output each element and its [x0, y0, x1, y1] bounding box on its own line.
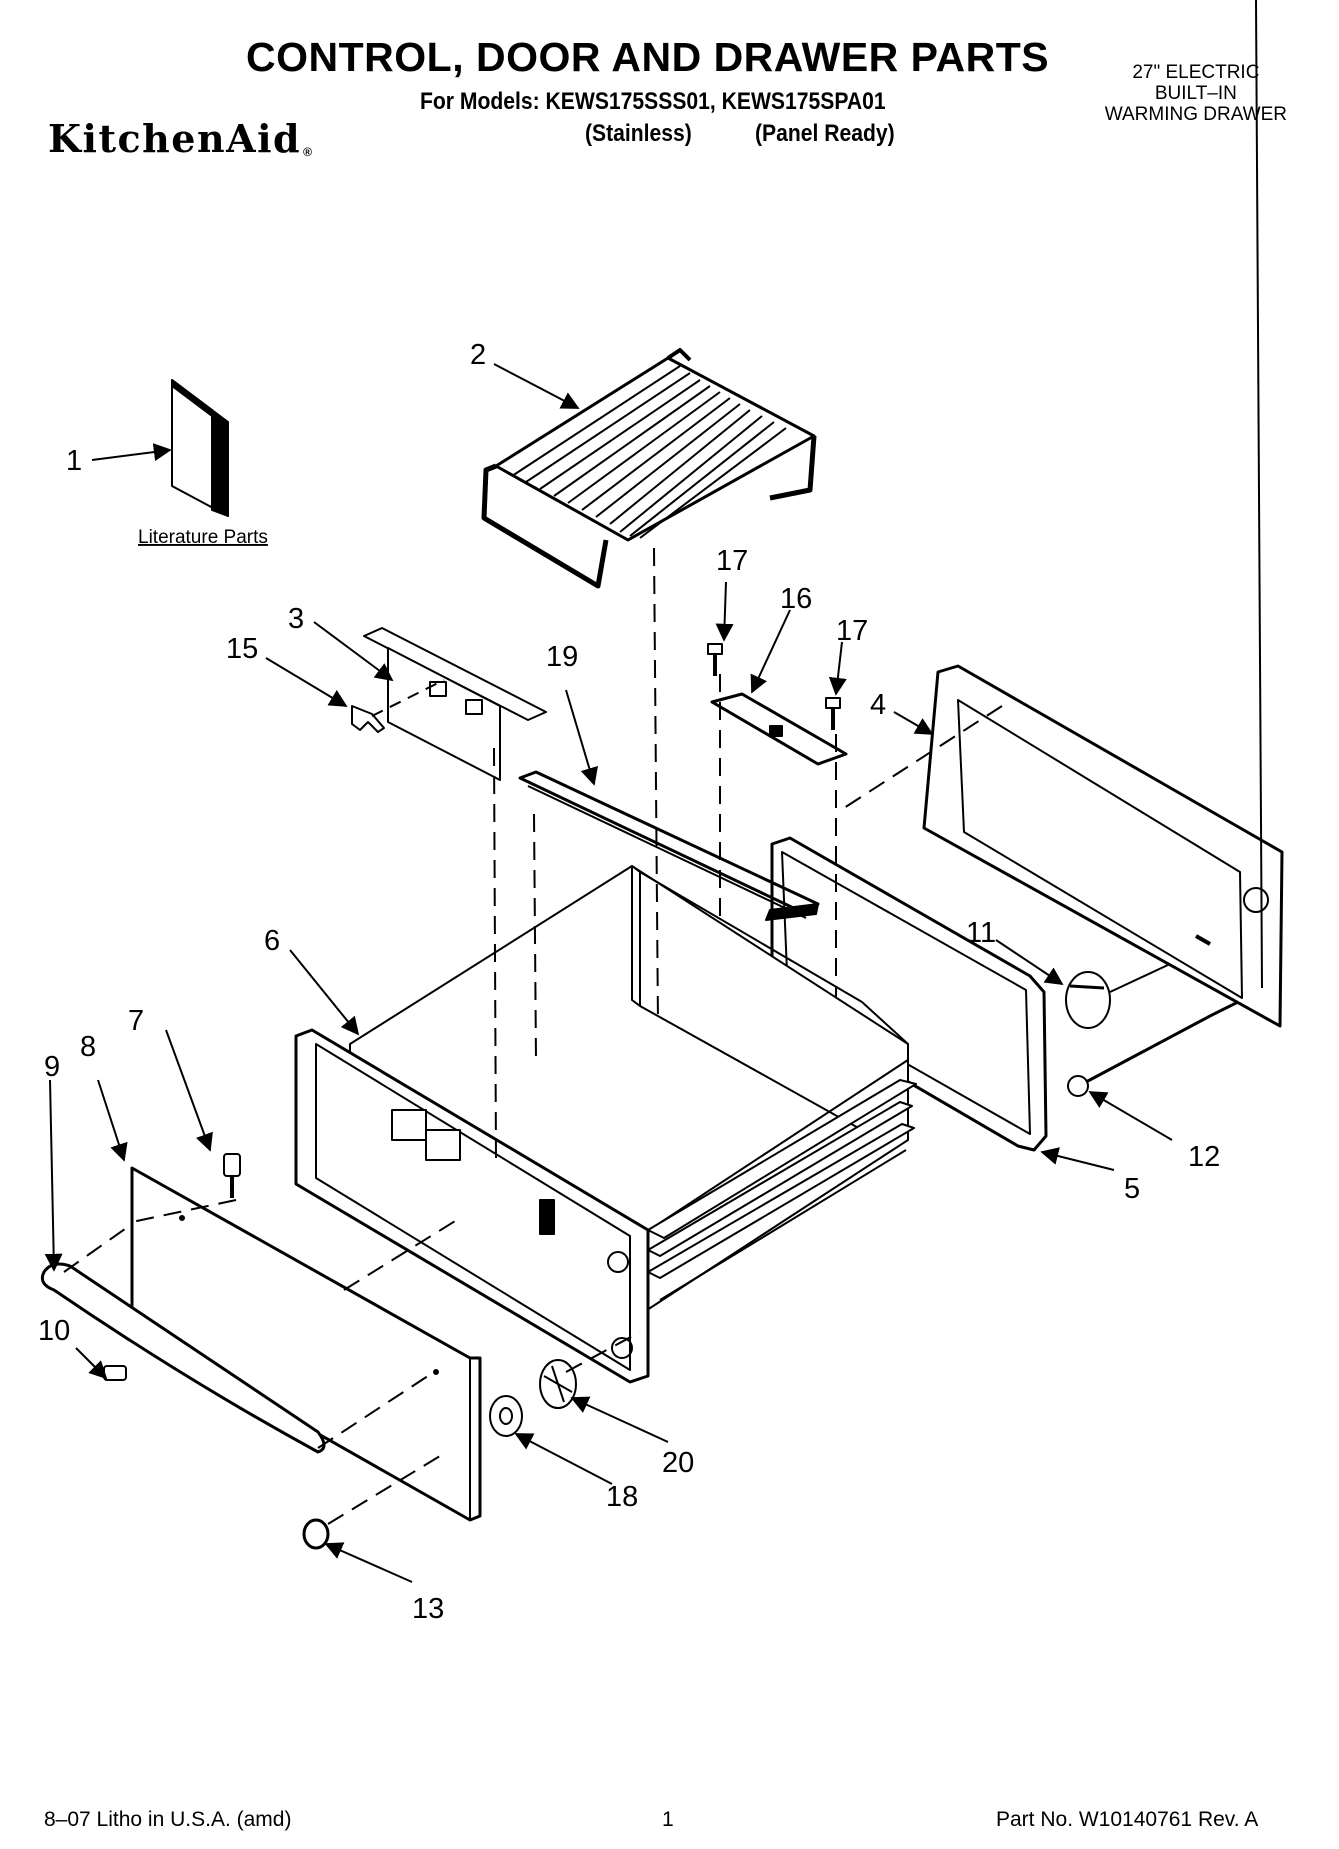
leader-arrows — [44, 363, 1173, 1583]
model-numbers: For Models: KEWS175SSS01, KEWS175SPA01 — [420, 88, 886, 115]
callout-19: 19 — [546, 641, 578, 673]
bumper — [302, 1518, 330, 1550]
callout-13: 13 — [412, 1593, 444, 1625]
page-number: 1 — [662, 1808, 674, 1831]
product-line-3: WARMING DRAWER — [1104, 104, 1287, 125]
callout-1: 1 — [66, 445, 82, 477]
control-panel — [922, 0, 1284, 1028]
literature-booklet — [171, 379, 229, 517]
screw-upper — [707, 643, 723, 676]
assembly-lines — [63, 547, 1003, 1525]
product-line-2: BUILT–IN — [1154, 83, 1237, 104]
callout-4: 4 — [870, 689, 886, 721]
callout-16: 16 — [780, 583, 812, 615]
front-rail — [518, 770, 820, 921]
callout-18: 18 — [606, 1481, 638, 1513]
part-number: Part No. W10140761 Rev. A — [996, 1808, 1259, 1831]
drawer-slides — [647, 1079, 917, 1301]
callout-3: 3 — [288, 603, 304, 635]
variant-panel-ready: (Panel Ready) — [755, 120, 895, 147]
callout-10: 10 — [38, 1315, 70, 1347]
handle-bracket — [539, 1359, 577, 1409]
callout-5: 5 — [1124, 1173, 1140, 1205]
callout-7: 7 — [128, 1005, 144, 1037]
page-title: CONTROL, DOOR AND DRAWER PARTS — [246, 34, 1050, 80]
brand-logo: KitchenAid® — [48, 116, 313, 161]
wire-rack — [481, 348, 817, 589]
callout-17-lower: 17 — [836, 615, 868, 647]
variant-stainless: (Stainless) — [585, 120, 692, 147]
callout-15: 15 — [226, 633, 258, 665]
washer — [489, 1395, 523, 1437]
control-knob — [1065, 963, 1171, 1029]
clip — [351, 679, 445, 733]
plug — [103, 1365, 127, 1381]
callout-12: 12 — [1188, 1141, 1220, 1173]
callout-6: 6 — [264, 925, 280, 957]
brand-name: KitchenAid — [48, 116, 302, 161]
callout-11: 11 — [966, 917, 996, 949]
registered-mark: ® — [303, 145, 314, 159]
product-description: 27" ELECTRIC BUILT–IN WARMING DRAWER — [1105, 62, 1287, 125]
control-bracket — [363, 627, 547, 781]
drawer-front-frame — [294, 1028, 650, 1384]
thermostat-probe — [1067, 1000, 1239, 1097]
screw-lower — [825, 697, 841, 730]
callout-20: 20 — [662, 1447, 694, 1479]
callout-2: 2 — [470, 339, 486, 371]
product-line-1: 27" ELECTRIC — [1132, 62, 1260, 83]
handle-stud — [223, 1153, 241, 1198]
literature-parts-label: Literature Parts — [138, 527, 268, 548]
control-board-bracket — [710, 692, 848, 766]
litho-info: 8–07 Litho in U.S.A. (amd) — [44, 1808, 292, 1831]
callout-8: 8 — [80, 1031, 96, 1063]
callout-17-upper: 17 — [716, 545, 748, 577]
callout-numbers: 1 2 3 4 5 6 7 8 9 10 11 12 13 15 16 17 1… — [38, 339, 1220, 1625]
callout-9: 9 — [44, 1051, 60, 1083]
